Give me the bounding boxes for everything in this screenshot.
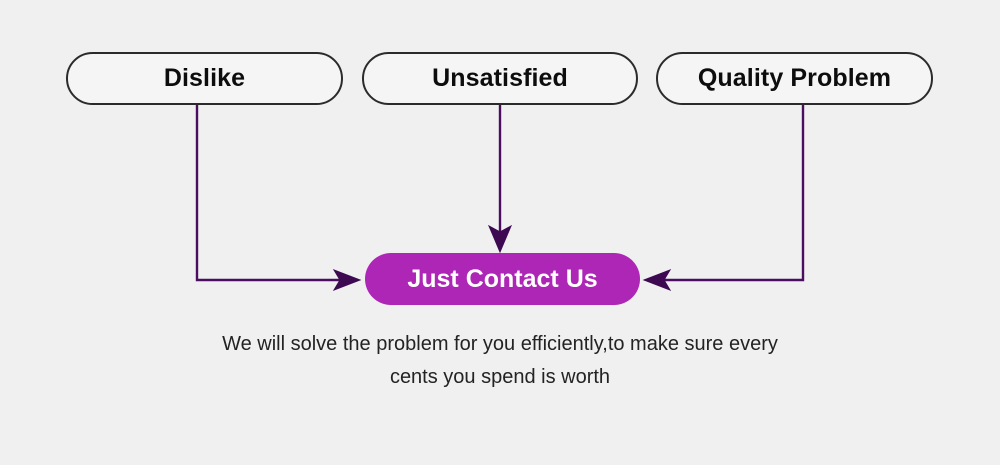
reason-box-dislike[interactable]: Dislike xyxy=(66,52,343,105)
contact-us-button[interactable]: Just Contact Us xyxy=(365,253,640,305)
contact-us-button-label: Just Contact Us xyxy=(407,264,598,293)
caption-line-1: We will solve the problem for you effici… xyxy=(222,333,778,355)
connector-line-quality-problem xyxy=(662,105,805,282)
reason-box-quality-problem-label: Quality Problem xyxy=(697,64,892,92)
connector-line-dislike xyxy=(195,105,342,282)
connector-dislike-to-cta xyxy=(195,105,362,291)
arrowhead-right-icon xyxy=(332,269,362,291)
reason-box-unsatisfied[interactable]: Unsatisfied xyxy=(362,52,638,105)
connector-unsatisfied-to-cta xyxy=(487,105,513,254)
connector-quality-problem-to-cta xyxy=(642,105,805,291)
arrowhead-left-icon xyxy=(642,269,672,291)
reason-box-quality-problem[interactable]: Quality Problem xyxy=(656,52,933,105)
reason-box-dislike-label: Dislike xyxy=(163,64,246,92)
arrowhead-down-icon xyxy=(487,224,513,254)
caption-line-2: cents you spend is worth xyxy=(389,366,611,388)
caption-text: We will solve the problem for you effici… xyxy=(0,328,1000,394)
reason-box-unsatisfied-label: Unsatisfied xyxy=(432,64,568,92)
